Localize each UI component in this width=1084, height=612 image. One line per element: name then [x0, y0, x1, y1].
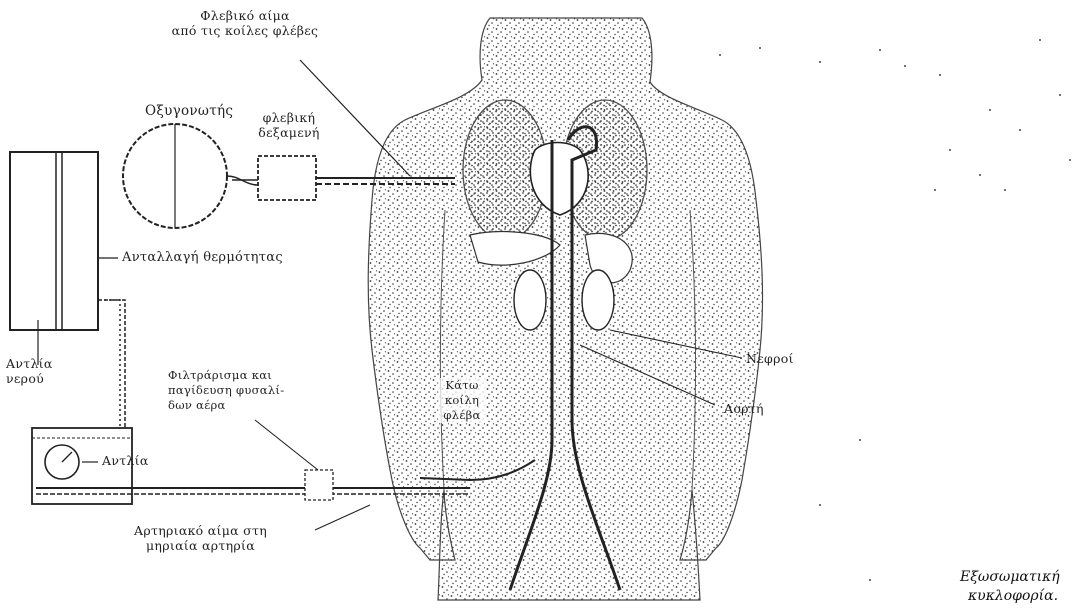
label-filter: Φιλτράρισμα και παγίδευση φυσαλί- δων αέ… — [168, 368, 284, 413]
arterial-blood-leader — [315, 505, 370, 530]
label-arterial-blood: Αρτηριακό αίμα στη μηριαία αρτηρία — [134, 523, 267, 553]
label-pump: Αντλία — [102, 453, 149, 468]
label-aorta: Αορτή — [724, 401, 764, 416]
left-kidney — [514, 270, 546, 330]
tubing — [98, 300, 125, 428]
scan-noise — [719, 39, 1071, 581]
body-silhouette — [368, 18, 762, 600]
figure-caption: Εξωσωματική κυκλοφορία. — [960, 568, 1060, 606]
label-heat-exchange: Ανταλλαγή θερμότητας — [122, 250, 283, 265]
label-kidneys: Νεφροί — [746, 351, 794, 366]
label-vena-cava: Κάτω κοίλη φλέβα — [438, 378, 486, 423]
right-kidney — [582, 270, 614, 330]
human-body-illustration — [368, 18, 762, 600]
label-venous-blood: Φλεβικό αίμα από τις κοίλες φλέβες — [150, 8, 340, 38]
label-water-pump: Αντλία νερού — [6, 356, 53, 386]
filter-leader — [255, 420, 318, 470]
label-venous-reservoir: φλεβική δεξαμενή — [250, 110, 328, 140]
oxygenator-sphere — [123, 124, 258, 228]
label-oxygenator: Οξυγονωτής — [145, 104, 233, 119]
water-pump-unit — [10, 152, 98, 365]
